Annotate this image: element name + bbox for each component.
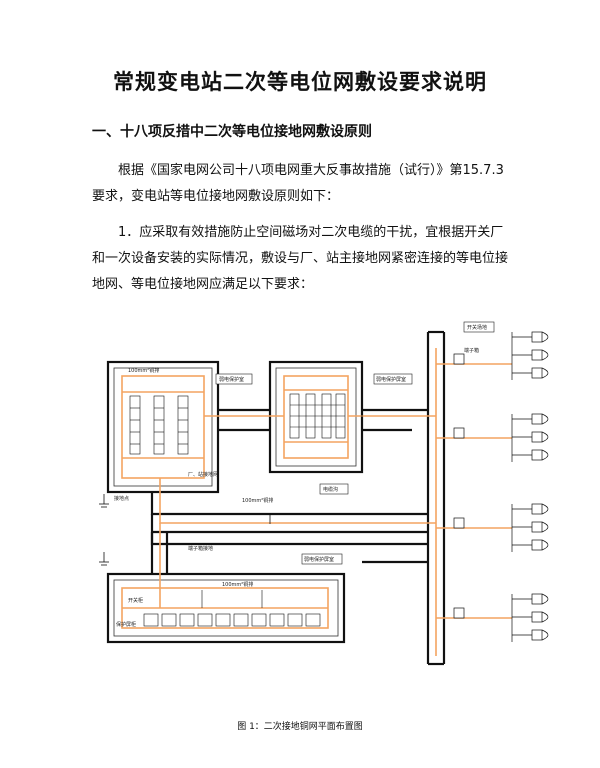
note-b-label: 端子箱接地 — [188, 545, 213, 552]
panel-row-label: 保护屏柜 — [116, 621, 136, 628]
cable-trench-label: 电缆沟 — [323, 486, 338, 493]
ground-note-label: 接地点 — [114, 495, 129, 502]
copper-label-b: 100mm²铜排 — [242, 497, 273, 504]
switchgear-symbols — [511, 331, 549, 642]
room-c-label: 弱电保护屏室 — [304, 556, 334, 563]
copper-label-c: 100mm²铜排 — [222, 581, 253, 588]
copper-label-a: 100mm²铜排 — [128, 367, 159, 374]
ground-symbols — [99, 410, 363, 566]
room-a-label: 弱电保护室 — [219, 376, 244, 383]
figure-caption: 图 1：二次接地铜网平面布置图 — [237, 722, 363, 732]
paragraph-2: 1．应采取有效措施防止空间磁场对二次电缆的干扰，宜根据开关厂和一次设备安装的实际… — [92, 225, 509, 292]
main-ground-loop — [106, 330, 446, 666]
switch-field-label: 开关场地 — [467, 324, 487, 331]
section-heading: 一、十八项反措中二次等电位接地网敷设原则 — [92, 124, 372, 140]
paragraph-1: 根据《国家电网公司十八项电网重大反事故措施（试行）》第15.7.3要求，变电站等… — [92, 163, 504, 204]
cabinet-label: 端子箱 — [464, 347, 479, 354]
copper-grid — [121, 348, 512, 656]
terminal-boxes — [453, 353, 465, 619]
note-a-label: 厂、站接地网 — [188, 471, 218, 478]
room-b-label: 弱电保护屏室 — [376, 376, 406, 383]
switch-row-label: 开关柜 — [128, 597, 143, 604]
middle-room-cabinets — [289, 393, 346, 439]
left-room-cabinets — [129, 395, 189, 455]
diagram-labels: 弱电保护室 弱电保护屏室 弱电保护屏室 开关场地 电缆沟 100mm²铜排 10… — [114, 321, 495, 628]
document-title: 常规变电站二次等电位网敷设要求说明 — [113, 70, 487, 94]
bottom-row-cabinets — [143, 590, 321, 627]
grounding-layout-diagram: 弱电保护室 弱电保护屏室 弱电保护屏室 开关场地 电缆沟 100mm²铜排 10… — [92, 318, 562, 672]
